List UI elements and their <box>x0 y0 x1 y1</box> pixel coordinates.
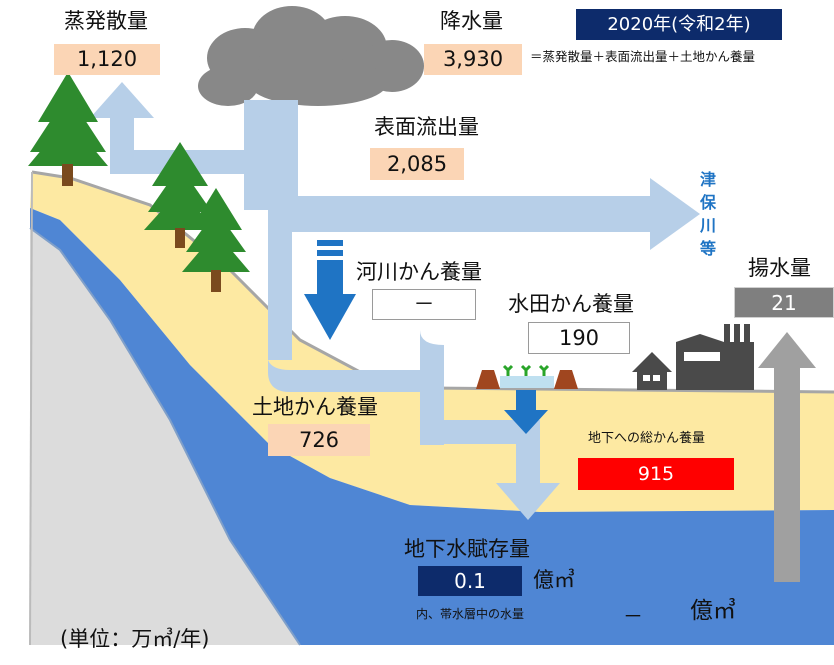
groundwater-storage-unit: 億㎥ <box>533 568 575 592</box>
pumping-value: 21 <box>734 287 834 318</box>
total-recharge-label: 地下への総かん養量 <box>588 431 706 446</box>
tree-icon <box>28 72 108 186</box>
precipitation-label: 降水量 <box>440 9 503 33</box>
tree-icon <box>182 188 250 292</box>
river-recharge-value: － <box>372 289 476 320</box>
precipitation-value: 3,930 <box>424 44 522 75</box>
pumping-label: 揚水量 <box>748 256 811 280</box>
paddy-field-icon <box>476 364 578 389</box>
house-icon <box>632 352 672 390</box>
evapotranspiration-label: 蒸発散量 <box>64 9 148 33</box>
factory-icon <box>676 324 754 390</box>
groundwater-storage-value: 0.1 <box>418 566 522 596</box>
land-recharge-value: 726 <box>268 424 370 456</box>
outflow-destination-char: 川 <box>699 216 716 235</box>
surface-runoff-label: 表面流出量 <box>374 115 479 139</box>
bedrock <box>30 228 300 645</box>
paddy-recharge-arrow <box>504 390 548 434</box>
river-recharge-arrow <box>304 240 356 340</box>
aquifer-water-value: － <box>623 604 643 628</box>
outflow-destination-char: 津 <box>699 170 716 189</box>
aquifer-water-unit: 億㎥ <box>690 598 736 624</box>
paddy-recharge-label: 水田かん養量 <box>508 292 634 316</box>
year-badge: 2020年(令和2年) <box>576 9 782 40</box>
land-recharge-label: 土地かん養量 <box>252 395 378 419</box>
cloud-icon <box>198 6 424 106</box>
bedrock-edge <box>29 227 301 646</box>
paddy-recharge-value: 190 <box>528 322 630 354</box>
groundwater-layer <box>30 208 834 645</box>
total-recharge-value: 915 <box>578 458 734 490</box>
unit-note: (単位：万㎥/年) <box>60 627 210 651</box>
river-recharge-label: 河川かん養量 <box>356 260 482 284</box>
hillside-edge <box>29 171 33 646</box>
pumping-arrow <box>758 332 816 582</box>
outflow-destination-char: 保 <box>699 193 716 212</box>
outflow-destination-char: 等 <box>699 239 716 258</box>
formula-note: ＝蒸発散量＋表面流出量＋土地かん養量 <box>530 49 756 64</box>
soil-layer <box>30 172 834 512</box>
surface-runoff-value: 2,085 <box>370 148 464 180</box>
evapotranspiration-value: 1,120 <box>54 44 160 75</box>
outflow-destination-text: 津 保 川 等 <box>698 168 718 260</box>
groundwater-storage-label: 地下水賦存量 <box>404 537 530 561</box>
aquifer-water-label: 内、帯水層中の水量 <box>416 607 525 621</box>
